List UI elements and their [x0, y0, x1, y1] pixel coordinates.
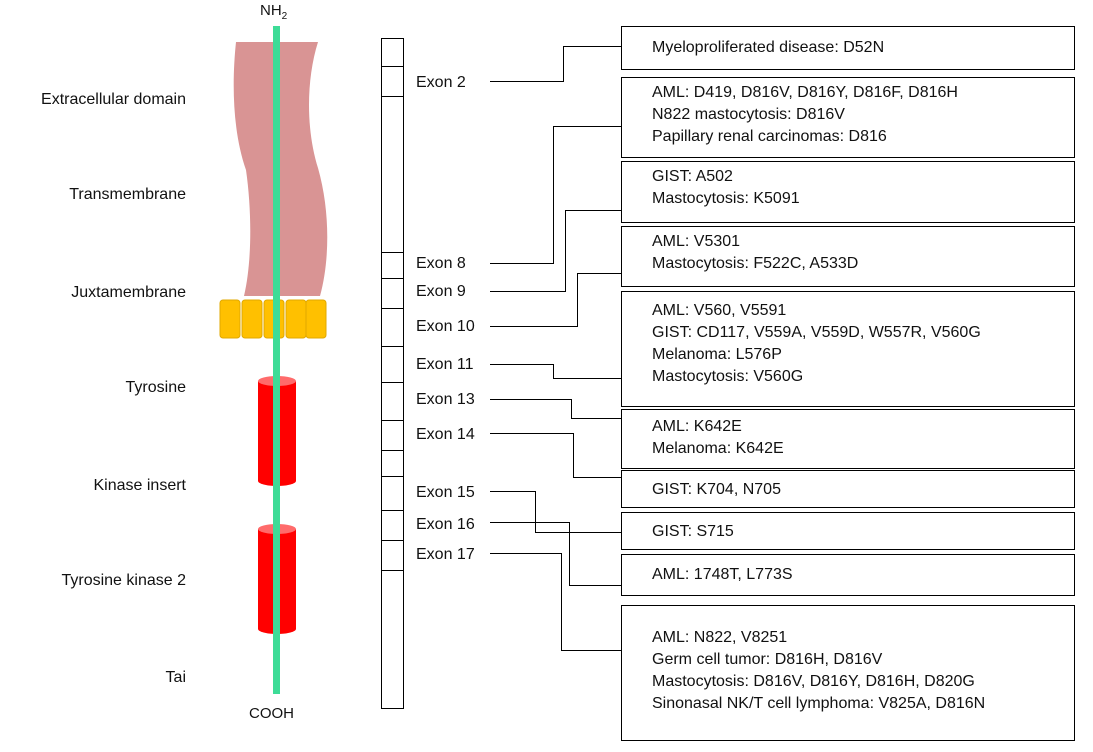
exon-label: Exon 10 — [416, 318, 475, 335]
mutation-box: AML: D419, D816V, D816Y, D816F, D816H N8… — [621, 77, 1075, 158]
mutation-text: AML: V5301 — [652, 233, 741, 250]
connector-exon-14 — [490, 433, 621, 478]
mutation-text: GIST: A502 — [652, 168, 733, 185]
mutation-text: Germ cell tumor: D816H, D816V — [652, 651, 883, 668]
juxtamembrane-block — [285, 299, 307, 339]
juxtamembrane-block — [219, 299, 241, 339]
mutation-text: AML: K642E — [652, 418, 742, 435]
mutation-text: Melanoma: K642E — [652, 440, 784, 457]
mutation-text: Melanoma: L576P — [652, 346, 782, 363]
connector-exon-11 — [490, 364, 621, 379]
mutation-box: GIST: S715 — [621, 512, 1075, 550]
connector-exon-16 — [490, 522, 621, 586]
exon-label: Exon 16 — [416, 516, 475, 533]
exon-label: Exon 9 — [416, 283, 466, 300]
mutation-text: Papillary renal carcinomas: D816 — [652, 128, 887, 145]
mutation-text: Mastocytosis: V560G — [652, 368, 804, 385]
c-terminus-label: COOH — [249, 705, 294, 722]
mutation-box: AML: V560, V5591 GIST: CD117, V559A, V55… — [621, 291, 1075, 407]
connector-exon-10 — [490, 273, 621, 327]
domain-labels: Extracellular domain Transmembrane Juxta… — [0, 0, 186, 752]
mutation-text: AML: V560, V5591 — [652, 302, 787, 319]
connector-lines — [490, 46, 621, 651]
exon-label: Exon 14 — [416, 426, 475, 443]
mutation-box: AML: N822, V8251 Germ cell tumor: D816H,… — [621, 605, 1075, 741]
exon-label: Exon 17 — [416, 546, 475, 563]
juxtamembrane-block — [241, 299, 263, 339]
exon-label: Exon 8 — [416, 255, 466, 272]
mutation-text: AML: N822, V8251 — [652, 629, 788, 646]
connector-exon-17 — [490, 553, 621, 651]
domain-label-extracellular: Extracellular domain — [41, 91, 186, 108]
mutation-text: GIST: K704, N705 — [652, 481, 781, 498]
mutation-box: Myeloproliferated disease: D52N — [621, 26, 1075, 70]
juxtamembrane-block — [305, 299, 327, 339]
connector-exon-9 — [490, 210, 621, 292]
mutation-text: AML: 1748T, L773S — [652, 566, 793, 583]
mutation-text: GIST: CD117, V559A, V559D, W557R, V560G — [652, 324, 981, 341]
domain-label-juxtamembrane: Juxtamembrane — [71, 284, 186, 301]
mutation-box: AML: K642E Melanoma: K642E — [621, 409, 1075, 469]
mutation-text: AML: D419, D816V, D816Y, D816F, D816H — [652, 84, 958, 101]
mutation-box: GIST: A502 Mastocytosis: K5091 — [621, 161, 1075, 223]
domain-label-tail: Tai — [165, 669, 186, 686]
mutation-text: N822 mastocytosis: D816V — [652, 106, 845, 123]
connector-exon-15 — [490, 491, 621, 533]
mutation-box: AML: V5301 Mastocytosis: F522C, A533D — [621, 226, 1075, 287]
exon-label: Exon 11 — [416, 356, 474, 373]
connector-exon-13 — [490, 399, 621, 419]
mutation-text: Myeloproliferated disease: D52N — [652, 39, 885, 56]
mutation-text: Mastocytosis: D816V, D816Y, D816H, D820G — [652, 673, 975, 690]
exon-bar — [381, 38, 404, 709]
mutation-box: GIST: K704, N705 — [621, 470, 1075, 508]
mutation-text: Sinonasal NK/T cell lymphoma: V825A, D81… — [652, 695, 986, 712]
domain-label-kinase-insert: Kinase insert — [93, 477, 187, 494]
extracellular-domain-shape — [233, 42, 328, 296]
mutation-box: AML: 1748T, L773S — [621, 554, 1075, 596]
mutation-text: Mastocytosis: F522C, A533D — [652, 255, 859, 272]
domain-label-tyrosine: Tyrosine — [125, 379, 186, 396]
mutation-text: Mastocytosis: K5091 — [652, 190, 800, 207]
protein-backbone — [273, 26, 280, 694]
domain-label-tyrosine-kinase-2: Tyrosine kinase 2 — [61, 572, 186, 589]
mutation-text: GIST: S715 — [652, 523, 734, 540]
n-terminus-label: NH2 — [260, 2, 288, 22]
exon-label: Exon 15 — [416, 484, 475, 501]
domain-label-transmembrane: Transmembrane — [69, 186, 186, 203]
connector-exon-8 — [490, 126, 621, 264]
connector-exon-2 — [490, 46, 621, 82]
exon-label: Exon 2 — [416, 74, 466, 91]
exon-label: Exon 13 — [416, 391, 475, 408]
